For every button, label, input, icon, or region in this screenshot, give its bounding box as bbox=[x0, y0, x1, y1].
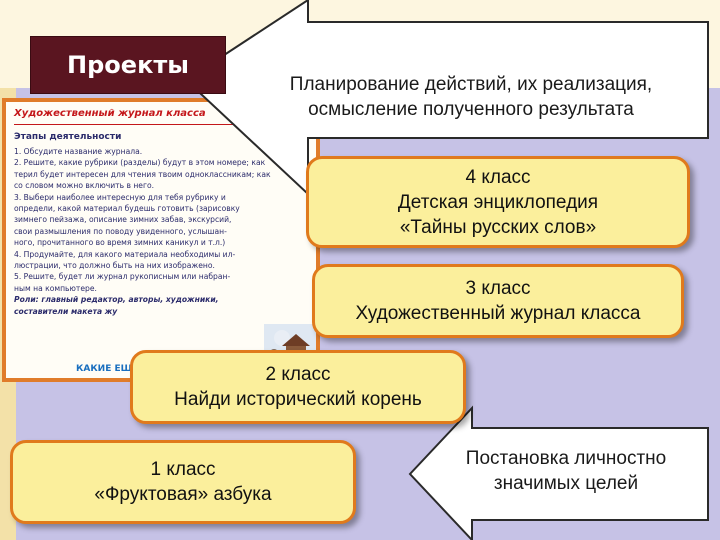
book-line: терил будет интересен для чтения твоим о… bbox=[14, 169, 271, 179]
card-grade-1: 1 класс «Фруктовая» азбука bbox=[10, 440, 356, 524]
book-line: 3. Выбери наиболее интересную для тебя р… bbox=[14, 192, 226, 202]
card-grade-4: 4 класс Детская энциклопедия «Тайны русс… bbox=[306, 156, 690, 248]
card-line: 4 класс bbox=[465, 166, 531, 188]
card-line: Художественный журнал класса bbox=[355, 303, 641, 324]
book-line: 5. Решите, будет ли журнал рукописным ил… bbox=[14, 272, 231, 282]
card-line: «Фруктовая» азбука bbox=[94, 484, 272, 505]
bottom-left-arrow bbox=[408, 405, 709, 540]
card-line: 3 класс bbox=[465, 278, 531, 299]
book-line: 1. Обсудите название журнала. bbox=[14, 147, 143, 156]
book-line: ного, прочитанного во время зимних каник… bbox=[14, 238, 226, 248]
top-arrow-line: Планирование действий, их реализация, bbox=[289, 74, 653, 95]
card-line: 2 класс bbox=[265, 364, 331, 385]
book-line: определи, какой материал будешь готовить… bbox=[14, 204, 240, 214]
card-line: «Тайны русских слов» bbox=[399, 216, 597, 238]
book-line: ным на компьютере. bbox=[14, 283, 97, 293]
bottom-arrow-text: Постановка личностно значимых целей bbox=[426, 446, 706, 496]
bottom-arrow-line: Постановка личностно bbox=[465, 448, 667, 469]
book-line: зимнего пейзажа, описание зимних забав, … bbox=[14, 215, 232, 225]
book-line: 2. Решите, какие рубрики (разделы) будут… bbox=[14, 158, 266, 168]
card-line: Детская энциклопедия bbox=[397, 191, 599, 213]
bottom-arrow-line: значимых целей bbox=[493, 473, 639, 494]
book-line: 4. Продумайте, для какого материала необ… bbox=[14, 249, 236, 259]
book-line: со словом можно включить в него. bbox=[14, 181, 155, 191]
page-title: Проекты bbox=[30, 36, 226, 94]
book-page-subheading: Этапы деятельности bbox=[14, 132, 122, 142]
book-page-divider bbox=[14, 124, 314, 125]
card-grade-3: 3 класс Художественный журнал класса bbox=[312, 264, 684, 338]
book-line: составители макета жу bbox=[14, 306, 118, 316]
top-arrow-text: Планирование действий, их реализация, ос… bbox=[238, 72, 704, 122]
card-line: 1 класс bbox=[150, 459, 216, 480]
card-line: Найди исторический корень bbox=[174, 389, 422, 410]
book-page-heading: Художественный журнал класса bbox=[14, 108, 206, 119]
top-arrow-line: осмысление полученного результата bbox=[308, 99, 634, 120]
book-line: свои размышления по поводу увиденного, у… bbox=[14, 226, 227, 236]
book-page-text: 1. Обсудите название журнала. 2. Решите,… bbox=[14, 146, 314, 317]
card-grade-2: 2 класс Найди исторический корень bbox=[130, 350, 466, 424]
book-page-footer: КАКИЕ ЕЩЕ bbox=[76, 364, 139, 374]
book-line: Роли: главный редактор, авторы, художник… bbox=[14, 295, 219, 305]
book-line: люстрации, что должно быть на них изобра… bbox=[14, 261, 215, 271]
